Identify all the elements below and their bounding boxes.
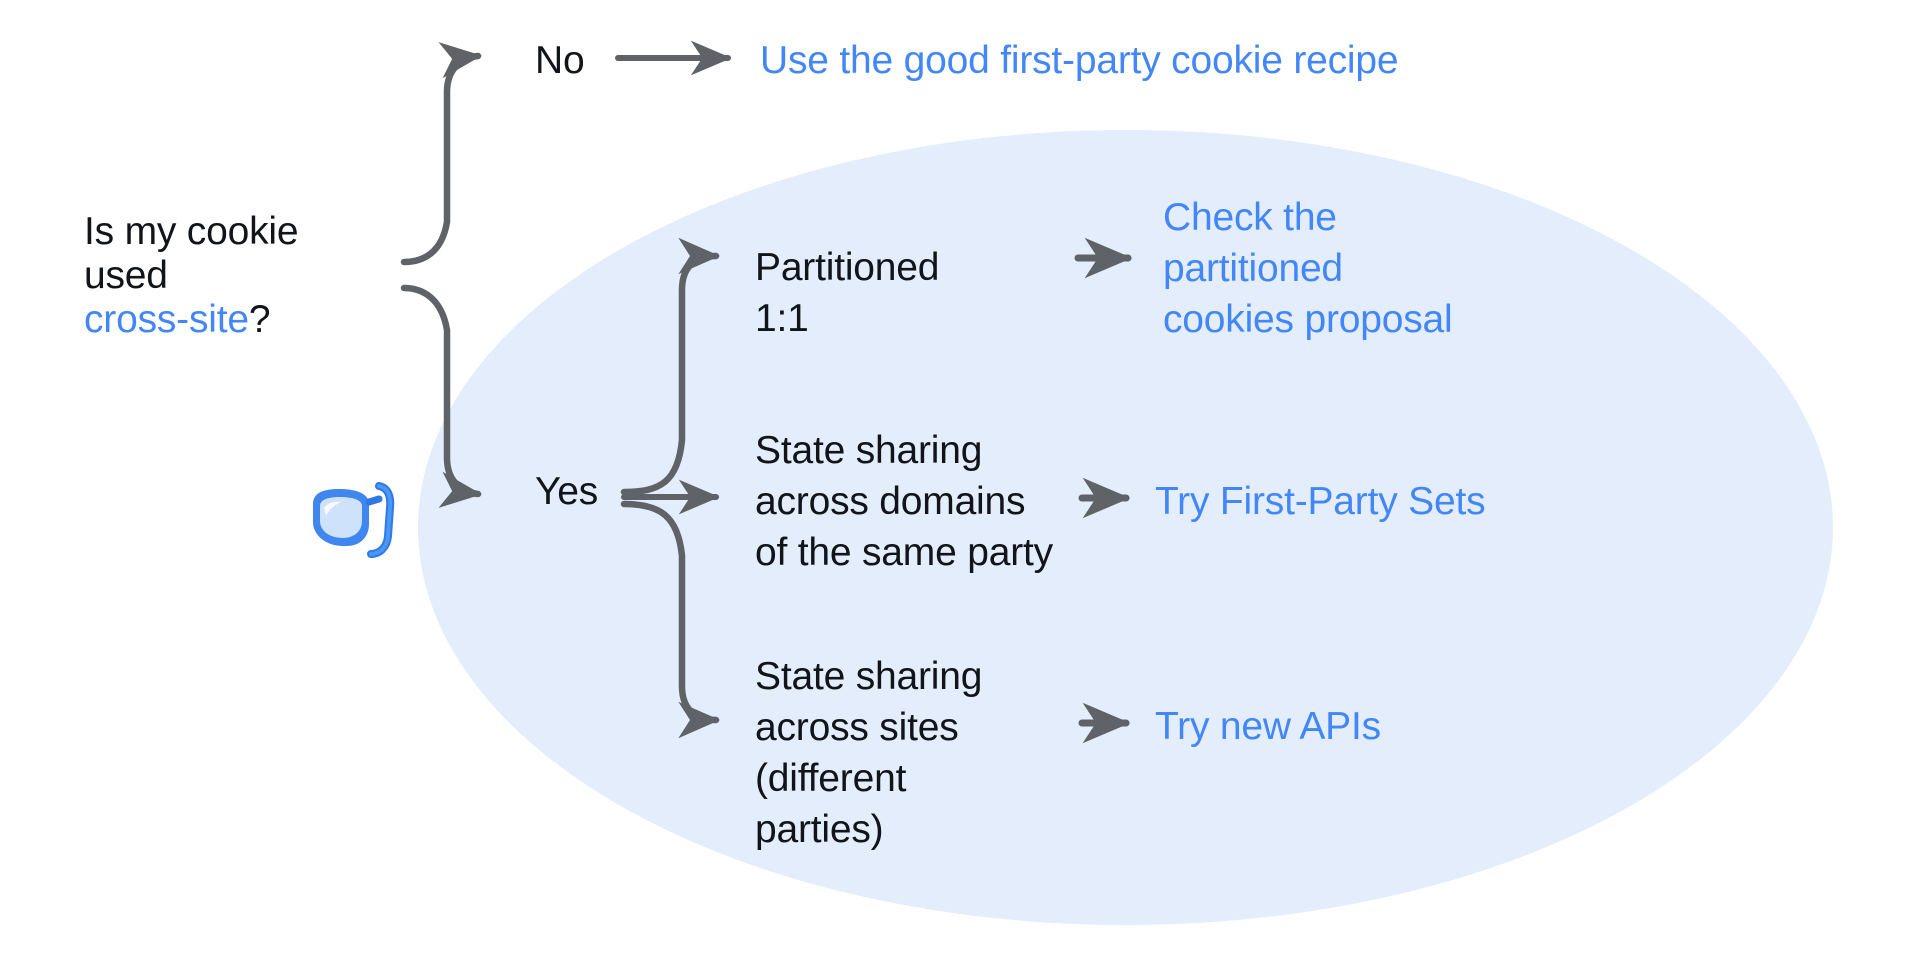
branch-label-yes[interactable]: Yes	[535, 470, 599, 513]
outcome-partitioned-cookies-proposal[interactable]: Check the partitioned cookies proposal	[1163, 196, 1453, 341]
outcome-first-party-cookie-recipe[interactable]: Use the good first-party cookie recipe	[760, 39, 1399, 82]
root-question: Is my cookie used cross-site?	[84, 210, 384, 342]
edge-yes-to-partitioned	[620, 237, 720, 496]
root-question-suffix: ?	[248, 298, 271, 341]
edge-yes-to-sites	[620, 500, 720, 739]
condition-state-sharing-sites: State sharing across sites (different pa…	[755, 655, 983, 851]
root-question-line2: used	[84, 254, 168, 297]
condition-state-sharing-domains: State sharing across domains of the same…	[755, 429, 1053, 574]
outcome-first-party-sets[interactable]: Try First-Party Sets	[1155, 480, 1486, 523]
edge-root-to-no	[400, 42, 482, 266]
edge-root-to-yes	[400, 284, 482, 508]
condition-partitioned: Partitioned 1:1	[755, 246, 940, 340]
root-question-line1: Is my cookie	[84, 210, 299, 253]
branch-label-no[interactable]: No	[535, 39, 585, 82]
outcome-new-apis[interactable]: Try new APIs	[1155, 705, 1381, 748]
diving-mask-icon	[313, 482, 395, 558]
root-question-highlight: cross-site	[84, 298, 249, 341]
